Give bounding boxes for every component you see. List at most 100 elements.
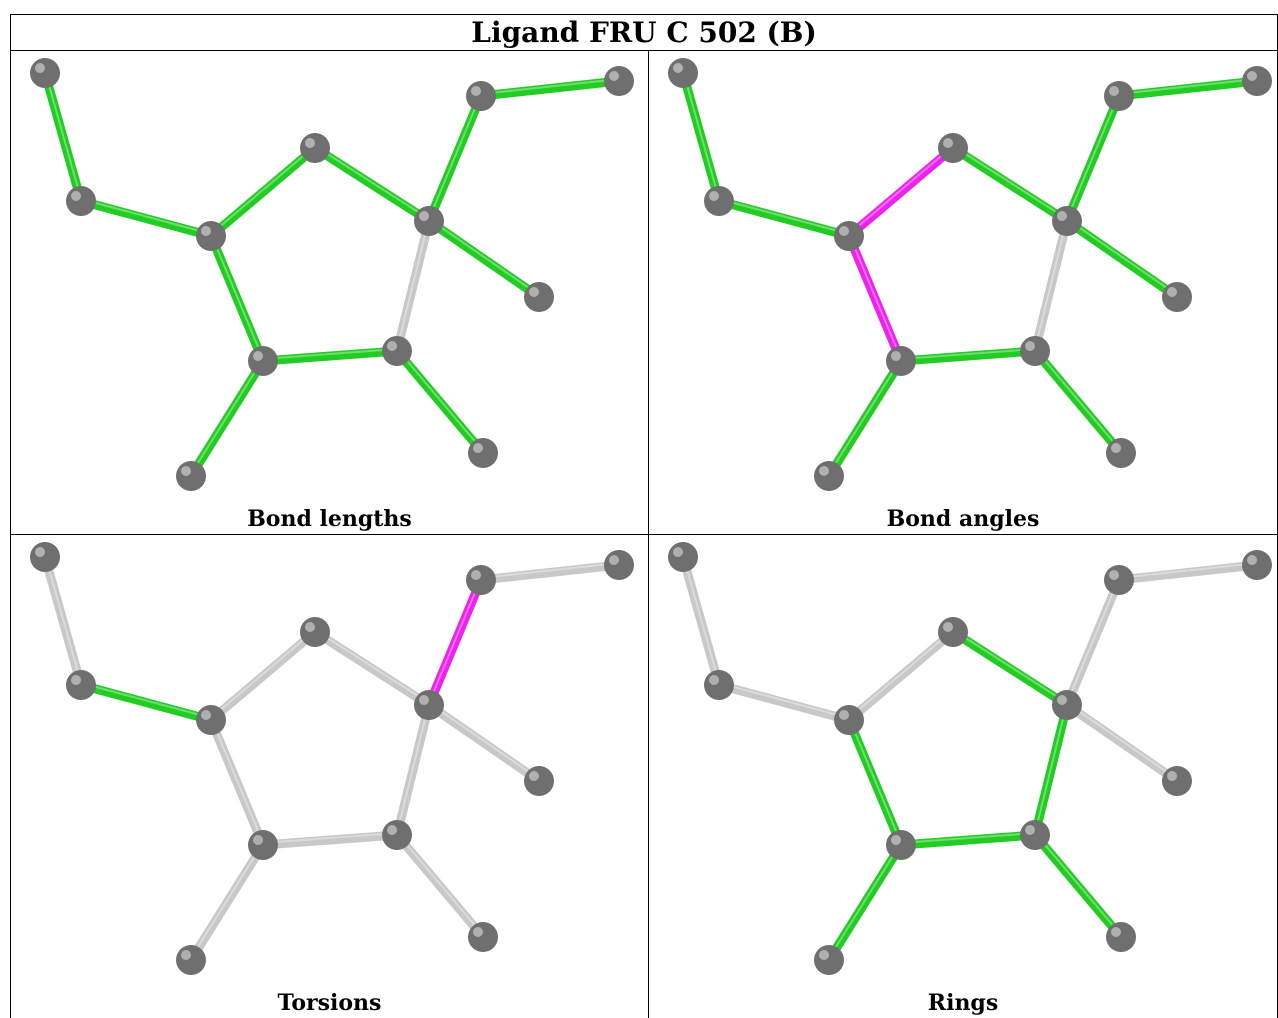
bond [824,356,906,481]
bond-highlight [952,629,1068,704]
bond [310,143,434,226]
atom [704,186,734,216]
bond [1062,575,1124,710]
atom-shine [609,555,619,565]
atom-shine [1025,341,1035,351]
atom [1020,336,1050,366]
bond [1062,700,1182,786]
bond-highlight [1066,577,1120,704]
atom [524,766,554,796]
bond [392,700,434,840]
bond-highlight [210,629,316,719]
atom [1052,206,1082,236]
bond [40,552,86,690]
atom [1162,766,1192,796]
atom-shine [943,138,953,148]
bond [476,560,624,585]
atom [382,336,412,366]
atom [414,690,444,720]
atom [30,542,60,572]
atom-shine [673,547,683,557]
bond-highlight [190,842,264,959]
atom [668,542,698,572]
atom [604,66,634,96]
atom-shine [201,710,211,720]
bond-highlight [848,233,902,360]
bond-highlight [1066,218,1178,296]
bond-highlight [1034,832,1122,936]
atom-shine [1167,287,1177,297]
bond [1030,346,1126,458]
atom-shine [1247,71,1257,81]
bond-highlight [900,348,1036,360]
bond-highlight [480,78,620,95]
panel-caption: Rings [927,990,999,1016]
atom-shine [471,570,481,580]
bond-highlight [1034,348,1122,452]
bond [206,231,268,366]
molecule-view-bond-lengths [30,58,634,491]
bond [844,143,958,241]
atom [466,565,496,595]
atom [382,820,412,850]
bond-highlight [44,554,82,684]
bond [424,700,544,786]
bond-highlight [396,832,484,936]
bond [844,231,906,366]
atom-shine [839,710,849,720]
bond-highlight [396,218,430,350]
bond [424,216,544,302]
bond [948,627,1072,710]
atom-shine [71,675,81,685]
atom-shine [819,466,829,476]
bond [714,196,854,241]
bond-highlight [480,562,620,579]
bond-highlight [1034,702,1068,834]
molecule-view-torsions [30,542,634,975]
atom-shine [819,950,829,960]
atom [886,346,916,376]
bond [392,830,488,942]
atom [300,617,330,647]
bond-highlight [314,629,430,704]
bond-highlight [262,348,398,360]
atom [886,830,916,860]
bond-highlight [1066,93,1120,220]
atom [66,186,96,216]
bond-highlight [210,233,264,360]
atom [1242,66,1272,96]
atom-shine [891,351,901,361]
bond-highlight [396,702,430,834]
atom-shine [529,287,539,297]
atom [248,346,278,376]
atom [1106,438,1136,468]
bond-highlight [828,842,902,959]
atom-shine [473,927,483,937]
atom [1242,550,1272,580]
bond [1114,560,1262,585]
atom-shine [253,835,263,845]
atom [704,670,734,700]
atom [466,81,496,111]
bond-highlight [262,832,398,844]
panel-rings: Rings [648,534,1278,1018]
bond-highlight [80,682,212,719]
bond [844,715,906,850]
atom [1162,282,1192,312]
bond-highlight [190,358,264,475]
bond [948,143,1072,226]
bond [1114,76,1262,101]
atom [814,461,844,491]
bond-highlight [428,702,540,780]
bond [824,840,906,965]
bond [186,356,268,481]
panel-bond-lengths: Bond lengths [10,50,648,534]
bond-highlight [428,218,540,296]
bond [392,346,488,458]
atom-shine [305,138,315,148]
atom-shine [1111,927,1121,937]
atom [834,705,864,735]
bond [206,715,268,850]
atom [300,133,330,163]
atom-shine [71,191,81,201]
